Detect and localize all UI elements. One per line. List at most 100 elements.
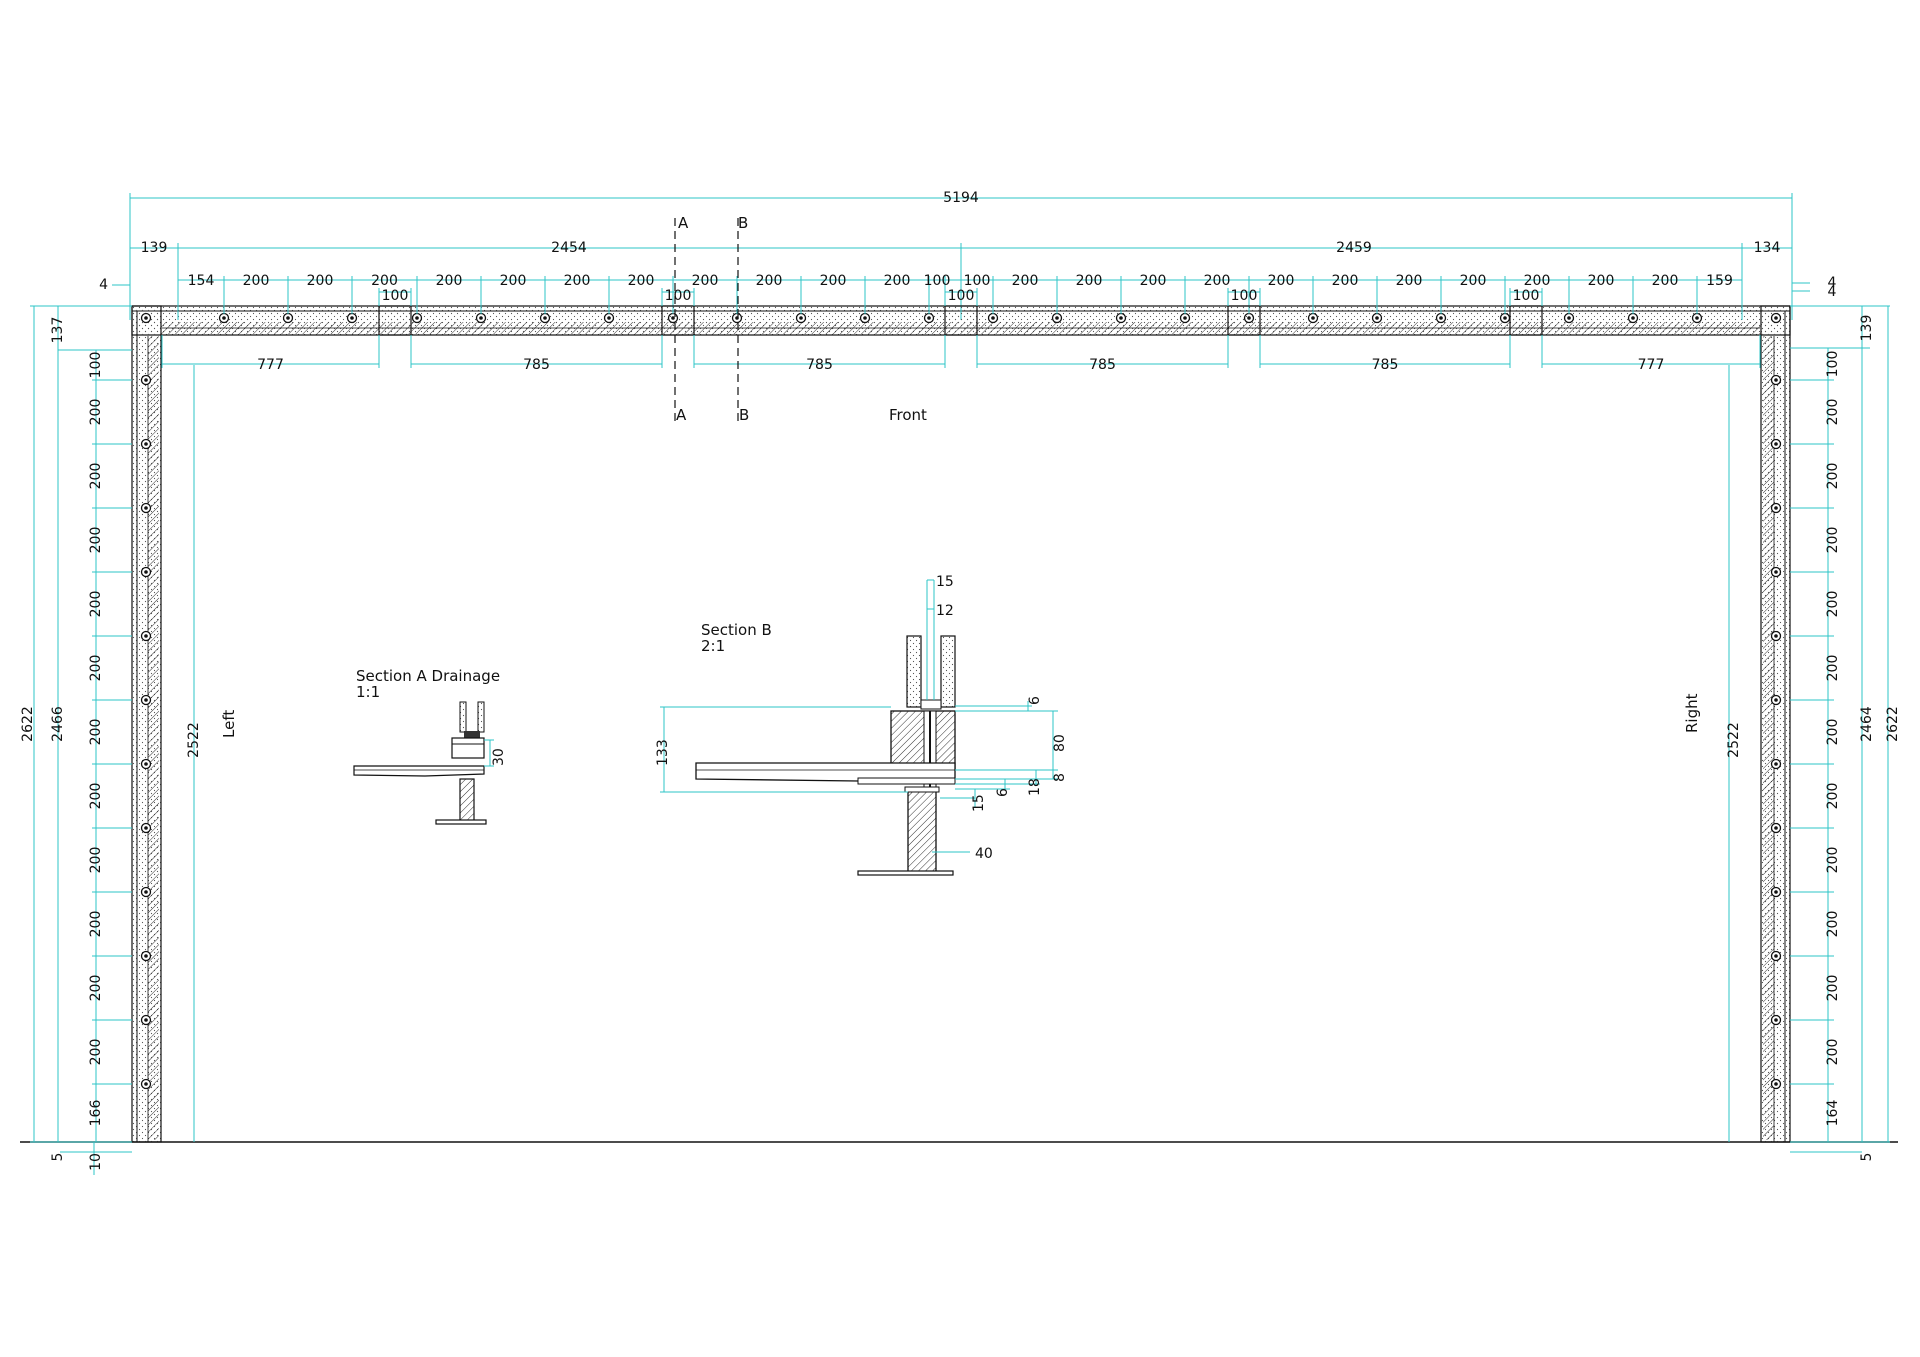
dim-left-inner: 2522 — [186, 722, 202, 758]
dim-spacing-left: 200 — [243, 273, 270, 289]
screw-center — [415, 316, 419, 320]
dim-left-bottom-b: 10 — [88, 1153, 104, 1171]
section-b-dim-15-low: 15 — [971, 794, 987, 812]
dim-right-spacing: 200 — [1825, 783, 1841, 810]
section-a-dim-30: 30 — [491, 748, 507, 766]
section-b-dim-8: 8 — [1052, 773, 1068, 782]
dim-spacing-left: 200 — [692, 273, 719, 289]
dim-right-spacing: 200 — [1825, 1039, 1841, 1066]
screw-center — [286, 316, 290, 320]
dim-panel: 785 — [806, 357, 833, 373]
screw-center — [927, 316, 931, 320]
dim-left-top-offset: 137 — [50, 317, 66, 344]
screw-center — [1774, 826, 1778, 830]
screw-center — [1774, 570, 1778, 574]
screw-center — [1631, 316, 1635, 320]
dim-panel: 777 — [1638, 357, 1665, 373]
dim-left-spacing: 200 — [88, 527, 104, 554]
front-view-label: Front — [889, 406, 927, 424]
screw-center — [1774, 378, 1778, 382]
left-view-label: Left — [220, 710, 238, 738]
section-b-dim-18: 18 — [1027, 778, 1043, 796]
screw-center — [144, 316, 148, 320]
dim-right-offset-lower: 4 — [1828, 284, 1837, 300]
dim-left-spacing: 200 — [88, 911, 104, 938]
section-cut-a: A A — [674, 214, 689, 424]
screw-center — [1439, 316, 1443, 320]
dim-left-spacing: 200 — [88, 1039, 104, 1066]
screw-center — [144, 634, 148, 638]
dim-right-spacing: 164 — [1825, 1100, 1841, 1127]
screw-center — [144, 698, 148, 702]
dim-left-spacing: 200 — [88, 463, 104, 490]
section-b-dim-80: 80 — [1052, 734, 1068, 752]
section-b-dim-6-top: 6 — [1027, 696, 1043, 705]
dim-spacing-left: 154 — [188, 273, 215, 289]
screw-center — [1774, 316, 1778, 320]
section-b-dim-40: 40 — [975, 846, 993, 862]
dim-joint: 100 — [1513, 288, 1540, 304]
dim-joint: 100 — [1231, 288, 1258, 304]
dim-spacing-left: 200 — [307, 273, 334, 289]
screw-center — [991, 316, 995, 320]
dim-right-spacing: 200 — [1825, 655, 1841, 682]
dim-joint: 100 — [382, 288, 409, 304]
dim-left-overall: 2622 — [20, 706, 36, 742]
screw-center — [144, 506, 148, 510]
dim-spacing-right: 200 — [1012, 273, 1039, 289]
dim-right-offset-upper: 4 — [1828, 275, 1837, 291]
section-b-dim-6-low: 6 — [995, 788, 1011, 797]
dim-spacing-left: 200 — [884, 273, 911, 289]
screw-center — [479, 316, 483, 320]
dim-spacing-right: 200 — [1268, 273, 1295, 289]
dim-spacing-left: 200 — [371, 273, 398, 289]
cut-a-top-label: A — [678, 214, 689, 232]
screw-center — [144, 1082, 148, 1086]
section-b-scale: 2:1 — [701, 637, 725, 655]
screw-center — [1311, 316, 1315, 320]
section-b-detail: Section B 2:1 — [655, 574, 1068, 876]
section-cut-b: B B — [737, 214, 749, 424]
dim-spacing-right: 200 — [1140, 273, 1167, 289]
screw-center — [607, 316, 611, 320]
cut-b-bottom-label: B — [739, 406, 749, 424]
dim-left-spacing: 200 — [88, 399, 104, 426]
dim-left-spacing: 200 — [88, 655, 104, 682]
screw-center — [144, 762, 148, 766]
dim-spacing-left: 200 — [628, 273, 655, 289]
dim-right-spacing: 200 — [1825, 399, 1841, 426]
section-b-dim-133: 133 — [655, 739, 671, 766]
dim-right-spacing: 100 — [1825, 351, 1841, 378]
screw-center — [1774, 1082, 1778, 1086]
dim-spacing-right: 200 — [1588, 273, 1615, 289]
dim-right-spacing: 200 — [1825, 847, 1841, 874]
beam-joint — [378, 305, 412, 336]
screw-center — [1695, 316, 1699, 320]
screw-center — [543, 316, 547, 320]
dim-spacing-left: 200 — [500, 273, 527, 289]
beam-joint — [1227, 305, 1261, 336]
screw-center — [350, 316, 354, 320]
beam-joint — [944, 305, 978, 336]
dim-left-spacing: 100 — [88, 352, 104, 379]
dim-overall-width: 5194 — [943, 190, 979, 206]
screw-center — [1183, 316, 1187, 320]
dim-spacing-right: 200 — [1652, 273, 1679, 289]
screw-center — [1774, 890, 1778, 894]
dim-right-spacing: 200 — [1825, 975, 1841, 1002]
screw-center — [1774, 762, 1778, 766]
dim-right-overall: 2622 — [1885, 706, 1901, 742]
dim-right-top-offset: 139 — [1859, 315, 1875, 342]
dim-panel: 777 — [257, 357, 284, 373]
screw-center — [1774, 698, 1778, 702]
dim-row2-left: 2454 — [551, 240, 587, 256]
screw-center — [144, 378, 148, 382]
dim-right-spacing: 200 — [1825, 719, 1841, 746]
dim-right-inner: 2522 — [1726, 722, 1742, 758]
dim-right-spacing: 200 — [1825, 463, 1841, 490]
screw-center — [144, 890, 148, 894]
screw-center — [144, 1018, 148, 1022]
dim-panel: 785 — [1089, 357, 1116, 373]
dim-left-bottom-a: 5 — [50, 1153, 66, 1162]
